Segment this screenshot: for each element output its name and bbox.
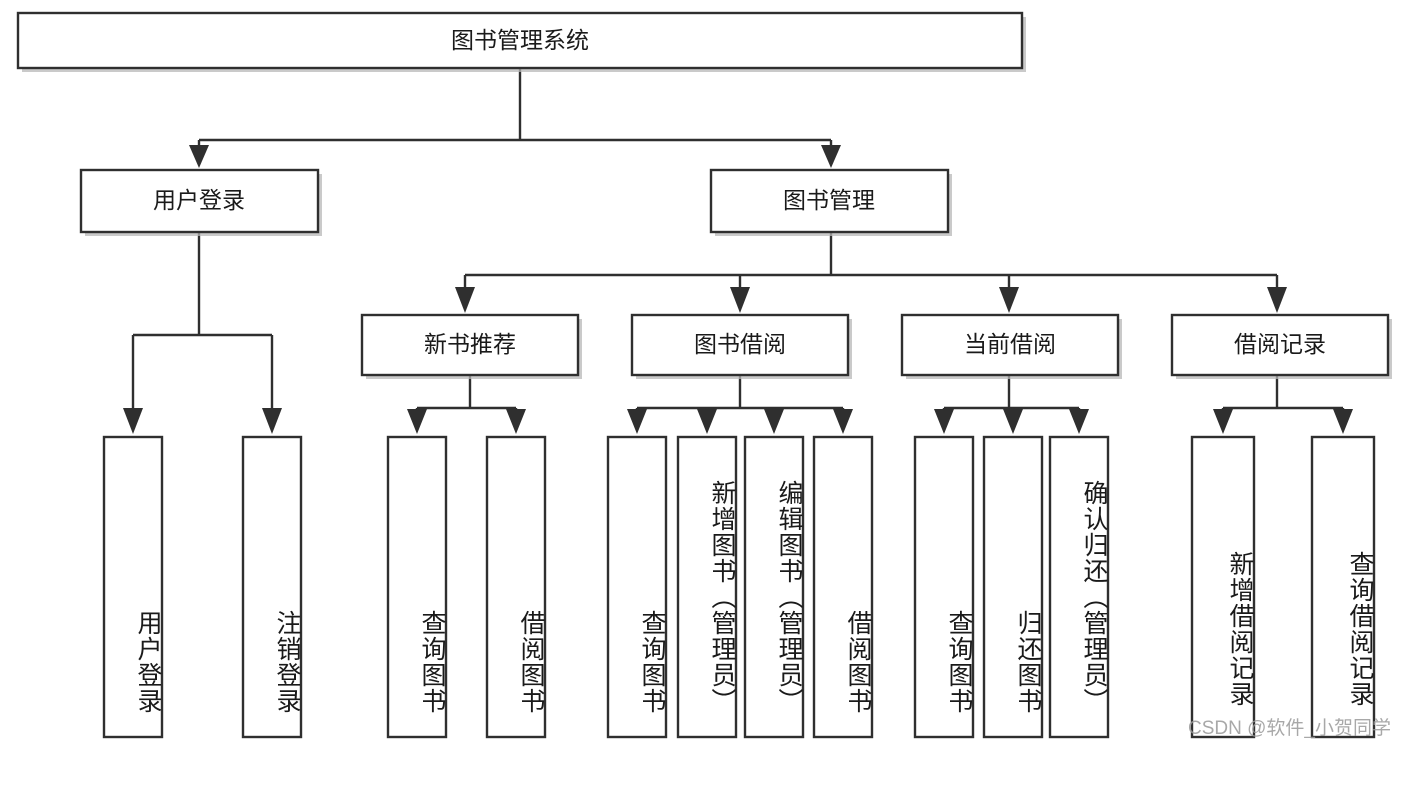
arrow-current-borrow-leaf-3-icon [1069,409,1089,434]
leaf-add-record-box[interactable] [1190,435,1256,739]
connector-group-user-login [123,232,282,434]
arrow-new-book-leaf-2-icon [506,409,526,434]
node-user-login-label: 用户登录 [153,187,245,213]
arrow-book-borrow-leaf-1-icon [627,409,647,434]
arrow-user-login-leaf-1-icon [123,408,143,434]
node-root[interactable]: 图书管理系统 [16,11,1026,72]
node-new-book-recommend-label: 新书推荐 [424,331,516,357]
node-root-box [16,11,1024,70]
leaf-borrow-book-2-box[interactable] [812,435,874,739]
connector-group-borrow-record [1213,375,1353,434]
node-new-book-recommend-box [360,313,580,377]
arrow-bm-to-borrow-record-icon [1267,287,1287,313]
node-book-manage-box [709,168,950,234]
node-book-borrow[interactable]: 图书借阅 [630,313,852,379]
node-new-book-recommend[interactable]: 新书推荐 [360,313,582,379]
connector-group-book-manage [455,232,1287,313]
leaf-logout-box[interactable] [241,435,303,739]
node-root-label: 图书管理系统 [451,27,589,53]
node-current-borrow-box [900,313,1120,377]
leaf-borrow-book-1-box[interactable] [485,435,547,739]
connector-group-new-book-recommend [407,375,526,434]
arrow-borrow-record-leaf-1-icon [1213,409,1233,434]
node-book-manage-label: 图书管理 [783,187,875,213]
arrow-current-borrow-leaf-2-icon [1003,409,1023,434]
connector-group-current-borrow [934,375,1089,434]
node-user-login[interactable]: 用户登录 [79,168,322,236]
arrow-bm-to-new-book-icon [455,287,475,313]
node-borrow-record[interactable]: 借阅记录 [1170,313,1392,379]
node-book-borrow-label: 图书借阅 [694,331,786,357]
node-book-borrow-box [630,313,850,377]
connector-group-book-borrow [627,375,853,434]
tree-diagram-svg: 图书管理系统 用户登录 图书管理 新书推荐 图书借阅 当前借阅 [16,11,1392,739]
leaf-confirm-return-box[interactable] [1048,435,1110,739]
leaf-user-login-box[interactable] [102,435,164,739]
leaf-query-book-3-box[interactable] [913,435,975,739]
leaf-add-book-box[interactable] [676,435,738,739]
node-borrow-record-box [1170,313,1390,377]
leaf-query-book-1-box[interactable] [386,435,448,739]
leaf-return-book-box[interactable] [982,435,1044,739]
leaf-node-group [102,435,1376,739]
arrow-bm-to-book-borrow-icon [730,287,750,313]
leaf-query-record-box[interactable] [1310,435,1376,739]
arrow-root-to-user-login-icon [189,145,209,168]
arrow-root-to-book-manage-icon [821,145,841,168]
leaf-edit-book-box[interactable] [743,435,805,739]
arrow-current-borrow-leaf-1-icon [934,409,954,434]
arrow-book-borrow-leaf-4-icon [833,409,853,434]
arrow-borrow-record-leaf-2-icon [1333,409,1353,434]
arrow-user-login-leaf-2-icon [262,408,282,434]
csdn-watermark: CSDN @软件_小贺同学 [1188,718,1391,739]
leaf-query-book-2-box[interactable] [606,435,668,739]
arrow-new-book-leaf-1-icon [407,409,427,434]
node-book-manage[interactable]: 图书管理 [709,168,952,236]
node-current-borrow-label: 当前借阅 [964,331,1056,357]
node-user-login-box [79,168,320,234]
node-current-borrow[interactable]: 当前借阅 [900,313,1122,379]
arrow-bm-to-current-borrow-icon [999,287,1019,313]
node-borrow-record-label: 借阅记录 [1234,331,1326,357]
arrow-book-borrow-leaf-2-icon [697,409,717,434]
arrow-book-borrow-leaf-3-icon [764,409,784,434]
connector-group-root [189,68,841,168]
diagram-canvas: 图书管理系统 用户登录 图书管理 新书推荐 图书借阅 当前借阅 [16,11,1392,739]
